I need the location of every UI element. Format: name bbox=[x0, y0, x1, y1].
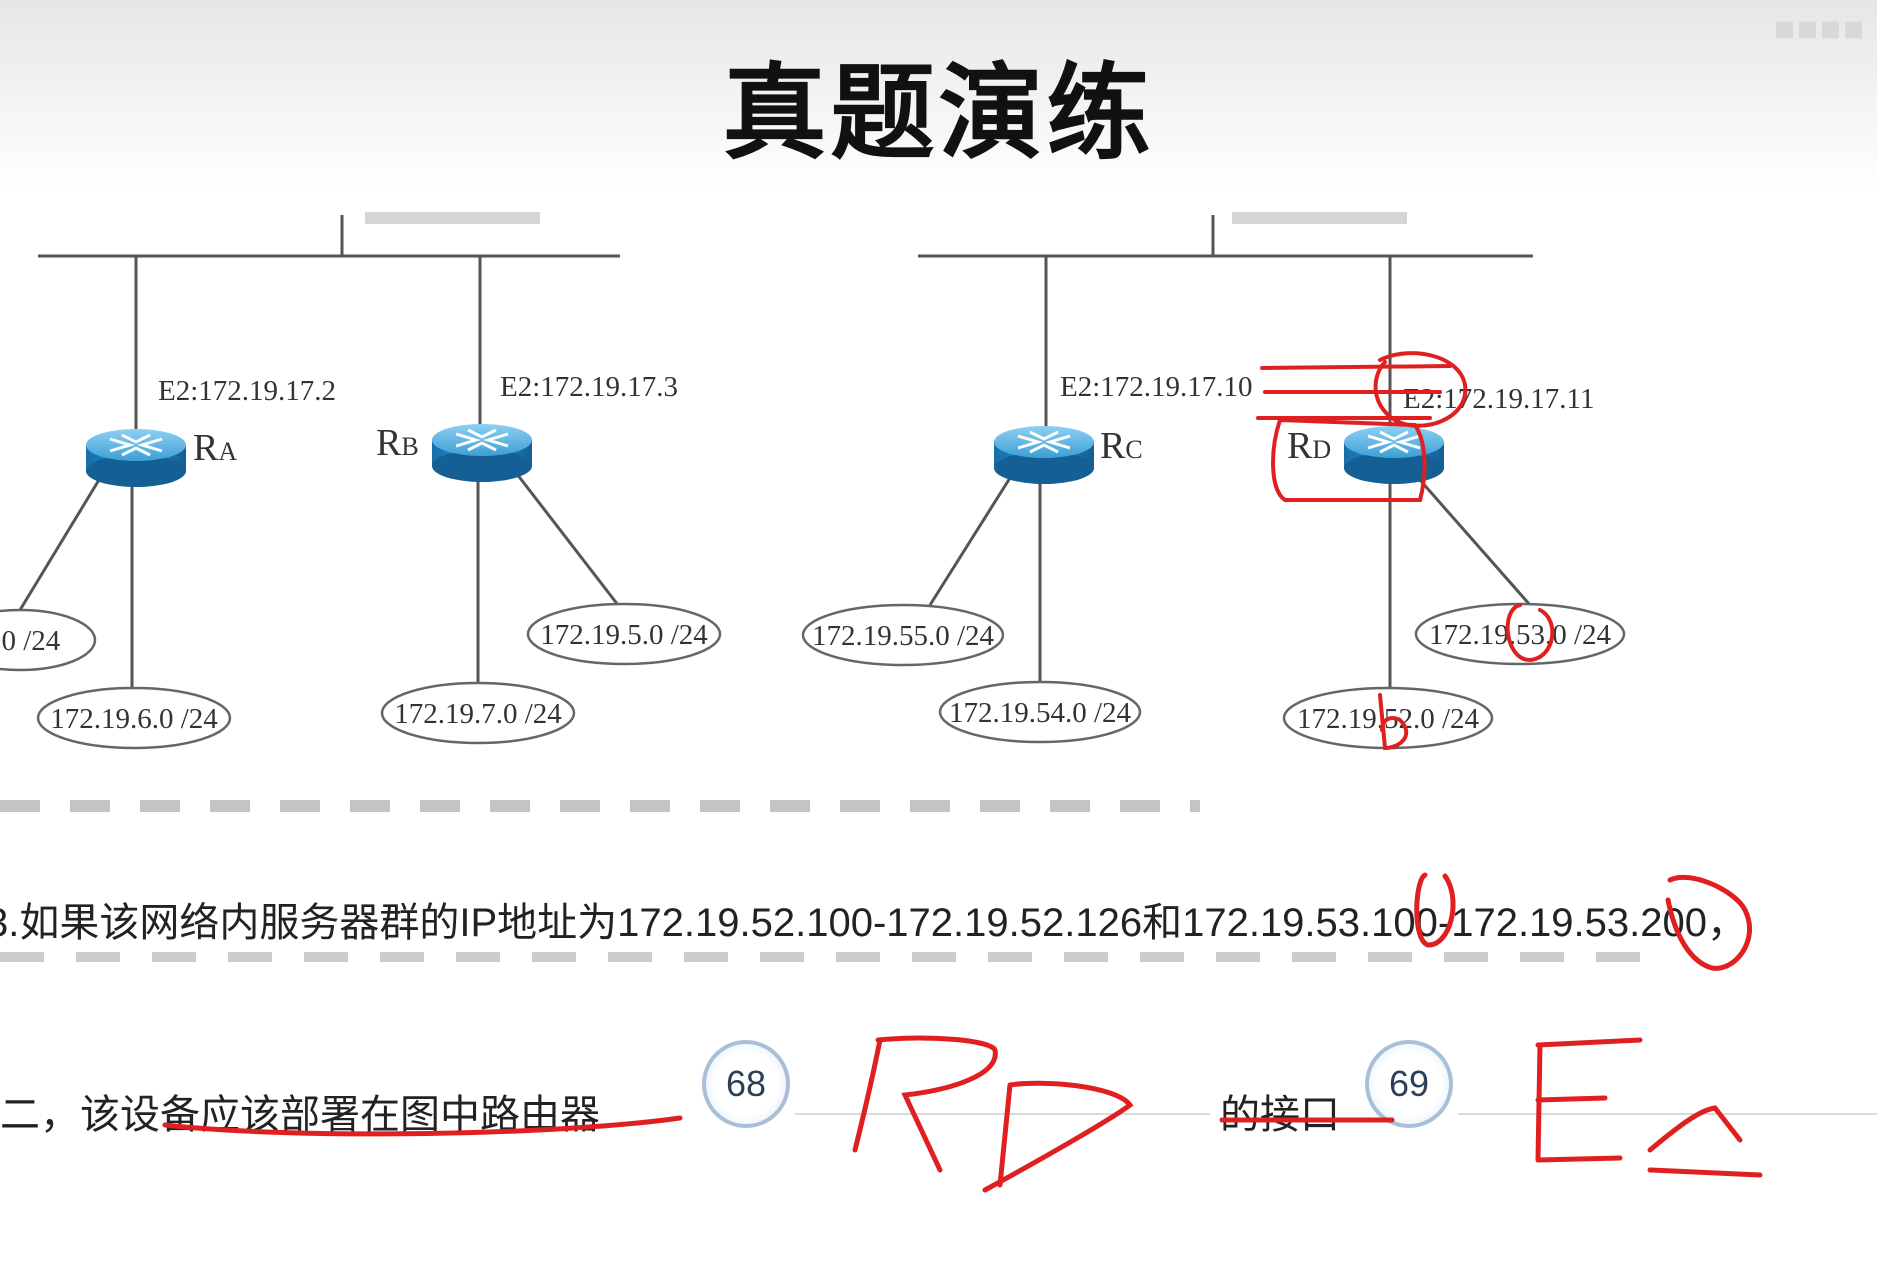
router-c-e2-label: E2:172.19.17.10 bbox=[1060, 371, 1253, 403]
partially-hidden-text-2 bbox=[0, 952, 1650, 962]
router-a-e2-label: E2:172.19.17.2 bbox=[158, 375, 336, 407]
watermark: ▪▪▪▪ bbox=[1772, 8, 1865, 48]
net-ellipse-ra-left bbox=[0, 608, 97, 672]
answer-line-1 bbox=[795, 1113, 1210, 1115]
partially-hidden-text bbox=[0, 800, 1200, 812]
answer-line-2 bbox=[1458, 1113, 1877, 1115]
net-label-ra-left: 4.0 /24 bbox=[0, 625, 61, 657]
router-b-icon bbox=[432, 424, 532, 482]
router-d-e2-label: E2:172.19.17.11 bbox=[1403, 383, 1594, 415]
net-label-rd-right: 172.19.53.0 /24 bbox=[1429, 619, 1612, 651]
net-ellipse-ra-bottom bbox=[36, 686, 232, 750]
router-b-name: RB bbox=[376, 422, 419, 464]
router-c-icon bbox=[994, 426, 1094, 484]
cropped-label-right bbox=[1232, 212, 1407, 224]
blank-69-badge[interactable]: 69 bbox=[1365, 1040, 1453, 1128]
red-annotations-diagram bbox=[1256, 351, 1555, 751]
blank-68-badge[interactable]: 68 bbox=[702, 1040, 790, 1128]
net-ellipse-rc-left bbox=[801, 603, 1005, 667]
router-b-e2-label: E2:172.19.17.3 bbox=[500, 371, 678, 403]
net-ellipse-rc-bottom bbox=[938, 680, 1142, 744]
router-a-icon bbox=[86, 429, 186, 487]
cropped-label-left bbox=[365, 212, 540, 224]
net-label-ra-bottom: 172.19.6.0 /24 bbox=[50, 703, 218, 735]
net-label-rc-left: 172.19.55.0 /24 bbox=[812, 620, 995, 652]
net-ellipse-rb-right bbox=[526, 602, 722, 666]
net-label-rc-bottom: 172.19.54.0 /24 bbox=[949, 697, 1132, 729]
net-ellipse-rb-bottom bbox=[380, 681, 576, 745]
router-c-name: RC bbox=[1100, 425, 1143, 467]
net-label-rb-bottom: 172.19.7.0 /24 bbox=[394, 698, 562, 730]
page-title: 真题演练 bbox=[722, 51, 1155, 174]
router-d-name: RD bbox=[1287, 425, 1331, 467]
question-text: 3.如果该网络内服务器群的IP地址为172.19.52.100-172.19.5… bbox=[0, 901, 1747, 945]
header-background bbox=[0, 0, 1877, 190]
net-label-rb-right: 172.19.5.0 /24 bbox=[540, 619, 708, 651]
router-a-name: RA bbox=[193, 427, 237, 469]
